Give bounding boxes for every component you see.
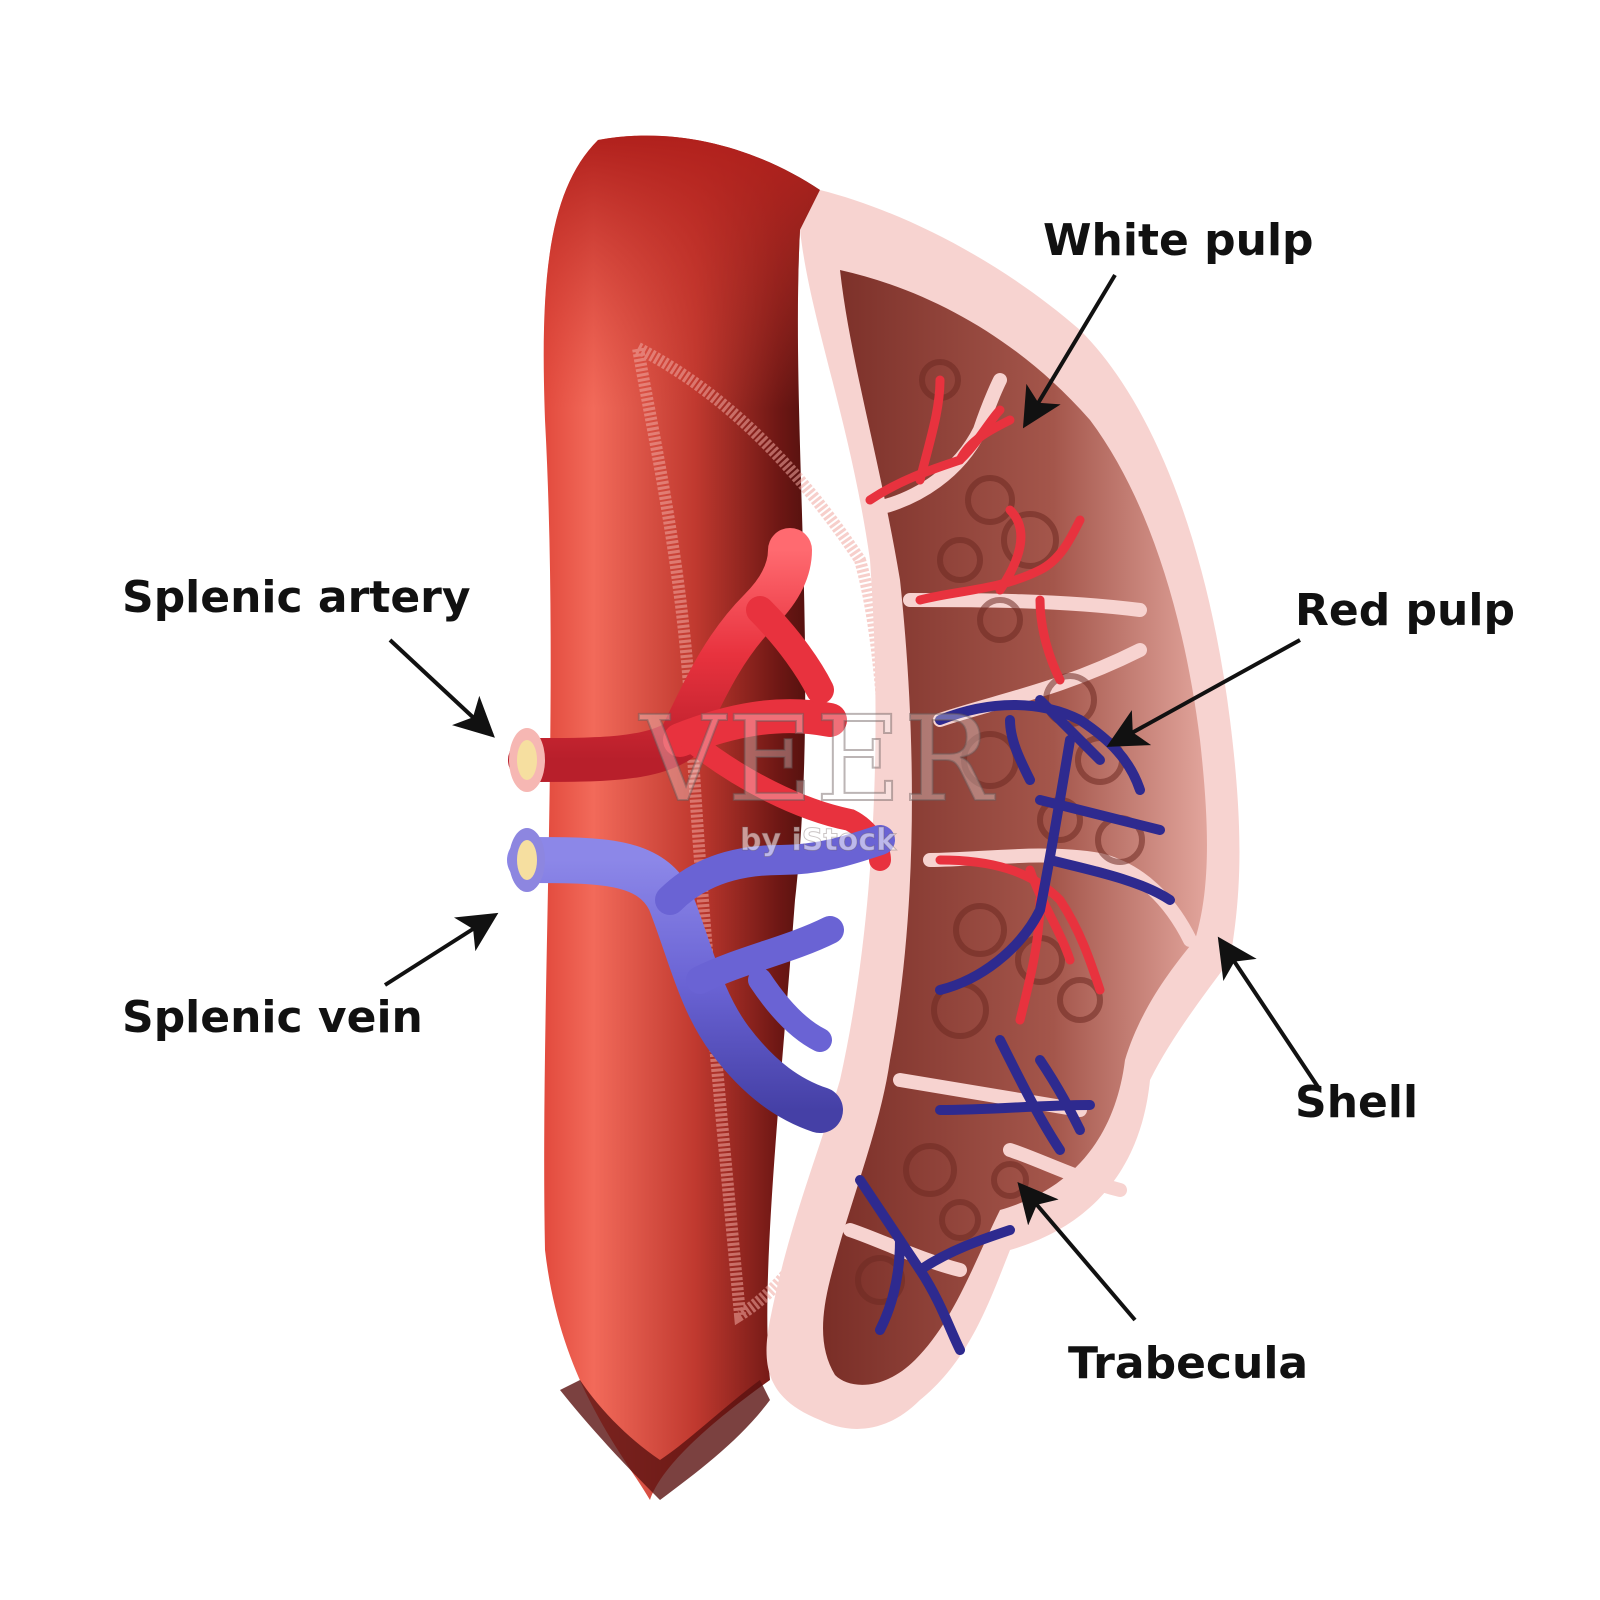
label-white-pulp: White pulp (1043, 215, 1314, 266)
arrow-red-pulp (1106, 638, 1301, 747)
splenic-vein-vessel (507, 825, 895, 1133)
spleen-bottom-lip (560, 1380, 770, 1500)
pulp-interior (823, 270, 1207, 1385)
arrow-splenic-artery (388, 638, 495, 738)
label-red-pulp: Red pulp (1295, 585, 1515, 636)
label-shell: Shell (1295, 1077, 1418, 1128)
spleen-organ-top-shade (543, 135, 820, 1501)
arrow-trabecula (1017, 1181, 1137, 1322)
label-splenic-artery: Splenic artery (122, 572, 471, 623)
watermark-by-istock: by iStock (740, 823, 897, 858)
venule-branches (855, 695, 1175, 1355)
label-trabecula: Trabecula (1068, 1338, 1308, 1389)
label-splenic-vein: Splenic vein (122, 992, 423, 1043)
arteriole-branches (865, 375, 1105, 1025)
watermark-veer: VEER (638, 690, 995, 828)
arrow-splenic-vein (383, 912, 499, 987)
arrow-white-pulp (1022, 273, 1117, 429)
arrow-shell (1217, 936, 1322, 1092)
callout-arrows (383, 273, 1322, 1322)
